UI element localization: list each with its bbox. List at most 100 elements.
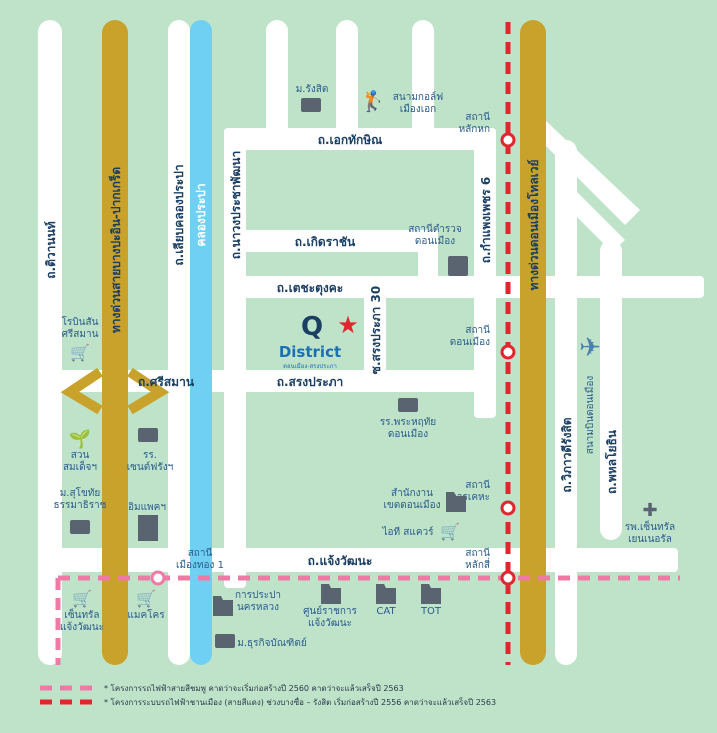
- briefcase-icon: [398, 398, 418, 412]
- road-techatunga: [224, 276, 704, 298]
- folder-icon: [376, 584, 396, 604]
- label-line: ม.สุโขทัย: [60, 486, 101, 499]
- label-line: ศรีสมาน: [62, 328, 99, 340]
- road-network: [38, 20, 704, 665]
- poi-bangkok-hospital: รพ.เซ็นทรัลเยนเนอรัล: [625, 519, 675, 545]
- label-line: เยนเนอรัล: [628, 534, 672, 545]
- label-line: สถานีตำรวจ: [408, 223, 462, 235]
- label-line: ธรรมาธิราช: [54, 500, 107, 511]
- label-line: หลักสี่: [465, 557, 490, 571]
- label-don-mueang-tollway: ทางด่วนดอนเมืองโทลเวย์: [526, 159, 541, 290]
- road-liab-khlong-prapa: [168, 20, 190, 665]
- label-line: ดอนเมือง: [388, 428, 428, 440]
- poi-it-square: ไอที สแควร์: [381, 526, 434, 538]
- brand-name: District: [279, 343, 341, 361]
- police-building-icon: [448, 256, 468, 276]
- label-line: ดอนเมือง: [450, 336, 490, 348]
- poi-rangsit-univ: ม.รังสิต: [296, 84, 329, 95]
- poi-airport: สนามบินดอนเมือง: [584, 376, 596, 455]
- label-line: ไอที สแควร์: [381, 526, 434, 538]
- label-line: สนามกอล์ฟ: [393, 91, 443, 103]
- glyph-icons: 🛒 🛒 🛒 🛒 🌱 🏌 ✚ ✈: [69, 89, 658, 608]
- label-liab-khlong-prapa: ถ.เลียบคลองประปา: [172, 164, 186, 265]
- label-songprapa: ถ.สรงประภา: [277, 375, 344, 389]
- label-line: แมคโคร: [127, 608, 165, 621]
- label-line: เขตดอนเมือง: [384, 499, 441, 511]
- project-star-icon: ★: [337, 311, 359, 339]
- poi-impact: อิมแพคฯ: [128, 502, 166, 513]
- label-khlong-prapa: คลองประปา: [194, 183, 208, 246]
- label-line: เซนต์ฟรังฯ: [127, 461, 173, 473]
- label-line: รพ.เซ็นทรัล: [625, 519, 675, 533]
- plant-icon: 🌱: [69, 429, 91, 450]
- road-north-stub-3: [412, 20, 434, 140]
- label-line: CAT: [376, 606, 396, 617]
- road-kamphaeng-phet-6: [474, 128, 496, 418]
- legend-red-text: * โครงการระบบรถไฟฟ้าชานเมือง (สายสีแดง) …: [104, 696, 496, 707]
- label-nawong: ถ.นาวงประชาพัฒนา: [229, 151, 243, 259]
- label-line: สถานี: [465, 479, 490, 491]
- label-tiwanon: ถ.ติวานนท์: [44, 221, 58, 279]
- poi-prachathipat-school: รร.พระหฤทัยดอนเมือง: [380, 417, 436, 440]
- label-line: สมเด็จฯ: [63, 459, 97, 473]
- label-line: เซ็นทรัล: [64, 607, 99, 621]
- label-vibhavadi: ถ.วิภาวดีรังสิต: [560, 417, 574, 492]
- shopping-cart-icon: 🛒: [70, 343, 90, 362]
- poi-st-francis: รร.เซนต์ฟรังฯ: [127, 450, 173, 473]
- label-line: ม.ธุรกิจบัณฑิตย์: [237, 637, 306, 649]
- station-marker-don-mueang: [500, 344, 516, 360]
- label-line: สถานี: [188, 547, 213, 559]
- label-line: ม.รังสิต: [296, 84, 329, 95]
- label-kamphaeng-phet-6: ถ.กำแพงเพชร 6: [479, 177, 493, 263]
- poi-golf: สนามกอล์ฟเมืองเอก: [393, 91, 443, 115]
- station-label-mueang-thong-1: สถานีเมืองทอง 1: [176, 547, 224, 571]
- poi-makro: แมคโคร: [127, 608, 165, 621]
- label-line: การประปา: [235, 590, 281, 601]
- poi-icons: [70, 98, 468, 648]
- road-ekkachai: [224, 128, 496, 150]
- legend-pink-text: * โครงการรถไฟฟ้าสายสีชมพู คาดว่าจะเริ่มก…: [104, 682, 404, 694]
- poi-tot: TOT: [420, 606, 442, 617]
- station-label-lak-si: สถานีหลักสี่: [465, 547, 490, 571]
- road-diagonal-lower: [555, 170, 625, 252]
- label-line: ศูนย์ราชการ: [303, 605, 357, 617]
- label-line: เมืองทอง 1: [176, 559, 224, 571]
- road-phahonyothin: [600, 240, 622, 540]
- label-line: สำนักงาน: [391, 488, 433, 499]
- airplane-icon: ✈: [579, 333, 601, 363]
- label-line: สถานี: [465, 324, 490, 336]
- poi-park: สวนสมเด็จฯ: [63, 450, 97, 473]
- briefcase-icon: [215, 634, 235, 648]
- canal-khlong-prapa: [190, 20, 212, 665]
- poi-cat: CAT: [376, 606, 396, 617]
- label-bangpa-in-expressway: ทางด่วนสายบางปะอิน-ปากเกร็ด: [108, 167, 123, 333]
- label-line: TOT: [420, 606, 442, 617]
- label-line: อิมแพคฯ: [128, 502, 166, 513]
- label-line: สถานี: [465, 111, 490, 123]
- road-north-stub-2: [336, 20, 358, 140]
- label-line: การเคหะ: [451, 492, 490, 503]
- road-north-stub-1: [266, 20, 288, 140]
- station-marker-lak-si: [500, 570, 516, 586]
- expressway-ramp-west: [60, 367, 103, 415]
- building-icon: [138, 515, 158, 541]
- briefcase-icon: [70, 520, 90, 534]
- label-phahonyothin: ถ.พหลโยธิน: [604, 429, 619, 494]
- briefcase-icon: [138, 428, 158, 442]
- label-chaengwattana: ถ.แจ้งวัฒนะ: [308, 554, 373, 568]
- red-line-stations: [500, 132, 516, 586]
- label-line: รร.พระหฤทัย: [380, 417, 436, 428]
- label-line: เมืองเอก: [400, 103, 436, 115]
- folder-icon: [421, 584, 441, 604]
- label-line: แจ้งวัฒนะ: [60, 621, 104, 633]
- label-line: หลักหก: [459, 124, 490, 135]
- shopping-cart-icon: 🛒: [440, 522, 460, 541]
- brand-tagline: ดอนเมือง-สรงประภา: [283, 362, 337, 370]
- label-line: นครหลวง: [237, 602, 279, 613]
- road-soi-songprapa-30: [364, 280, 386, 390]
- station-marker-lak-hok: [500, 132, 516, 148]
- label-line: สถานี: [465, 547, 490, 559]
- folder-icon: [446, 492, 466, 512]
- golfer-icon: 🏌: [361, 89, 386, 113]
- shopping-cart-icon: 🛒: [136, 589, 156, 608]
